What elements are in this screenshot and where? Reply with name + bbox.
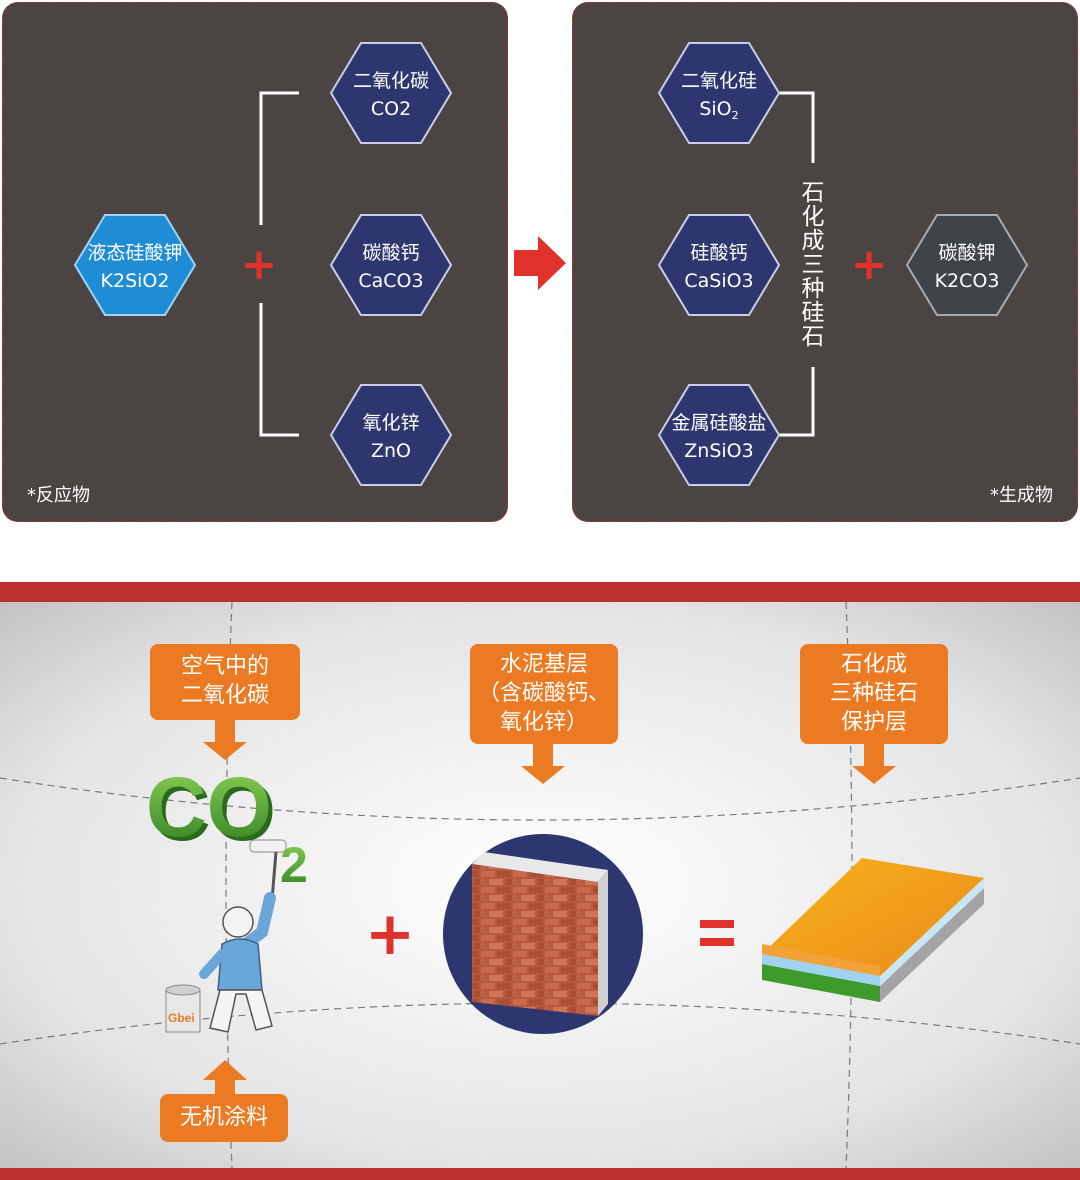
arrow-right-icon bbox=[514, 236, 566, 290]
hex-name: 硅酸钙 bbox=[690, 242, 747, 264]
process-illustration: CO CO 2 Gbei + bbox=[0, 582, 1080, 1180]
callout-inorganic-coating: 无机涂料 bbox=[160, 1094, 288, 1142]
equals-sign bbox=[700, 920, 734, 946]
hex-name: 二氧化硅 bbox=[681, 70, 757, 92]
callout-air-co2: 空气中的 二氧化碳 bbox=[150, 644, 300, 720]
hex-formula: K2SiO2 bbox=[101, 270, 170, 292]
callout-protective-layer: 石化成 三种硅石 保护层 bbox=[800, 644, 948, 744]
hex-metal-silicate: 金属硅酸盐 ZnSiO3 bbox=[657, 384, 781, 486]
hex-name: 碳酸钙 bbox=[362, 242, 419, 264]
hex-calcium-carbonate: 碳酸钙 CaCO3 bbox=[329, 214, 453, 316]
hex-formula: K2CO3 bbox=[935, 270, 1000, 292]
hex-formula: CO2 bbox=[371, 98, 411, 120]
paint-can: Gbei bbox=[165, 984, 201, 1033]
products-diagram: + 二氧化硅 SiO2 硅酸钙 CaSiO3 金属硅酸盐 ZnSiO3 碳酸钾 … bbox=[657, 42, 1029, 486]
hex-formula: ZnO bbox=[371, 440, 411, 462]
hex-zinc-oxide: 氧化锌 ZnO bbox=[329, 384, 453, 486]
bracket-line bbox=[777, 91, 815, 437]
protective-layer-graphic bbox=[762, 858, 984, 1002]
arrow-down-icon bbox=[521, 744, 565, 784]
three-silica-label: 石 化 成 三 种 硅 石 bbox=[801, 180, 825, 350]
products-panel: + 二氧化硅 SiO2 硅酸钙 CaSiO3 金属硅酸盐 ZnSiO3 碳酸钾 … bbox=[572, 2, 1078, 522]
reactants-diagram: + 液态硅酸钾 K2SiO2 二氧化碳 CO2 碳酸钙 CaCO3 氧化锌 Zn… bbox=[73, 42, 453, 486]
products-note: *生成物 bbox=[990, 485, 1053, 506]
top-red-bar bbox=[0, 582, 1080, 602]
reactants-panel: + 液态硅酸钾 K2SiO2 二氧化碳 CO2 碳酸钙 CaCO3 氧化锌 Zn… bbox=[2, 2, 508, 522]
callout-cement-base: 水泥基层 （含碳酸钙、 氧化锌） bbox=[470, 644, 618, 744]
arrow-up-icon bbox=[203, 1060, 247, 1108]
arrow-down-icon bbox=[203, 720, 247, 760]
hex-calcium-silicate: 硅酸钙 CaSiO3 bbox=[657, 214, 781, 316]
co2-graphic: CO CO 2 bbox=[146, 760, 308, 893]
svg-text:CO: CO bbox=[146, 760, 272, 854]
hex-formula: CaSiO3 bbox=[684, 270, 753, 292]
hex-name: 碳酸钾 bbox=[938, 242, 995, 264]
can-label: Gbei bbox=[168, 1011, 195, 1025]
hex-liquid-potassium-silicate: 液态硅酸钾 K2SiO2 bbox=[73, 214, 197, 316]
cement-wall-graphic bbox=[443, 834, 643, 1034]
hex-name: 金属硅酸盐 bbox=[671, 412, 766, 434]
reactants-note: *反应物 bbox=[27, 485, 90, 506]
arrow-down-icon bbox=[852, 744, 896, 784]
hex-name: 二氧化碳 bbox=[353, 70, 429, 92]
plus-sign: + bbox=[365, 899, 415, 969]
hex-name: 氧化锌 bbox=[362, 412, 419, 434]
hex-potassium-carbonate: 碳酸钾 K2CO3 bbox=[905, 214, 1029, 316]
hex-name: 液态硅酸钾 bbox=[87, 242, 182, 264]
hex-silicon-dioxide: 二氧化硅 SiO2 bbox=[657, 42, 781, 144]
bracket-line bbox=[259, 91, 299, 437]
bottom-red-bar bbox=[0, 1168, 1080, 1180]
callout-arrows bbox=[203, 720, 896, 1108]
hex-formula: SiO2 bbox=[699, 98, 738, 122]
plus-sign: + bbox=[851, 239, 888, 290]
plus-sign: + bbox=[241, 239, 278, 290]
hex-formula: ZnSiO3 bbox=[684, 440, 753, 462]
hex-carbon-dioxide: 二氧化碳 CO2 bbox=[329, 42, 453, 144]
painter-figure bbox=[199, 839, 287, 1033]
hex-formula: CaCO3 bbox=[358, 270, 423, 292]
